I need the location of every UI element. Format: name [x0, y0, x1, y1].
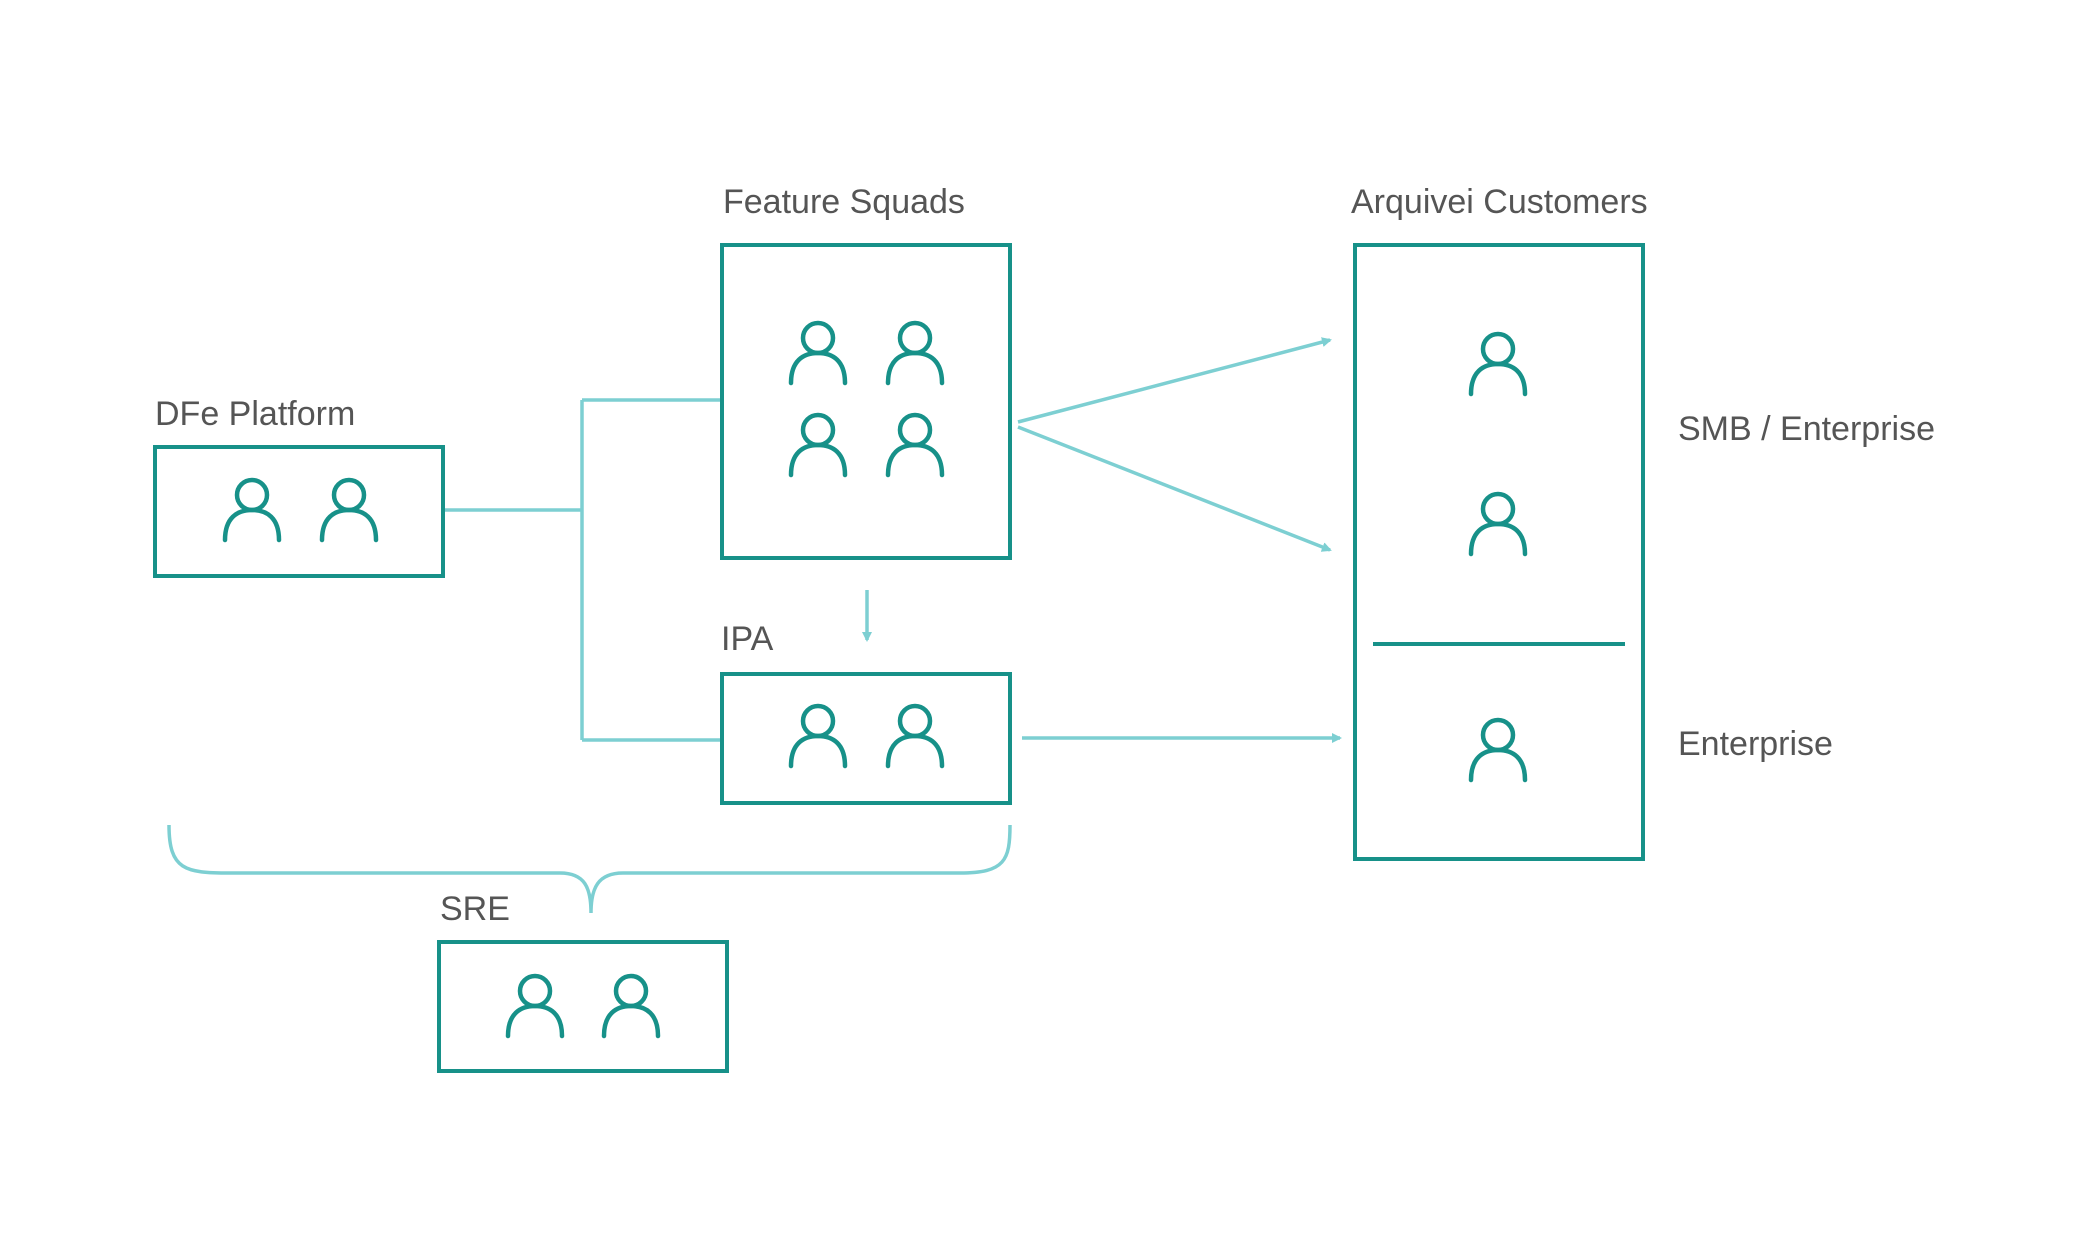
person-icon [788, 320, 848, 386]
person-body [222, 507, 282, 543]
person-head [234, 477, 270, 513]
person-body [788, 350, 848, 386]
sre-brace [167, 824, 1012, 914]
arquivei-customers-box [1353, 243, 1645, 861]
person-icon [319, 477, 379, 543]
person-head [1480, 331, 1516, 367]
person-icon [885, 703, 945, 769]
group-boxes [153, 243, 1645, 1073]
person-body [601, 1003, 661, 1039]
people-icons [222, 320, 1528, 1039]
person-head [800, 703, 836, 739]
person-icon [1468, 491, 1528, 557]
arrow-feature-squads-to-customers-lower [1017, 425, 1332, 552]
person-body [1468, 521, 1528, 557]
person-head [800, 412, 836, 448]
person-head [800, 320, 836, 356]
smb-enterprise-label: SMB / Enterprise [1678, 410, 1935, 448]
connectors [167, 337, 1342, 914]
arrow-feature-squads-to-customers-upper [1017, 337, 1332, 424]
person-icon [505, 973, 565, 1039]
person-icon [1468, 717, 1528, 783]
person-body [885, 733, 945, 769]
dfe-platform-box [153, 445, 445, 578]
person-icon [1468, 331, 1528, 397]
person-head [897, 412, 933, 448]
person-body [885, 442, 945, 478]
person-body [788, 442, 848, 478]
sre-box [437, 940, 729, 1073]
person-head [897, 703, 933, 739]
person-icon [788, 412, 848, 478]
feature-squads-label: Feature Squads [723, 183, 965, 221]
labels: DFe Platform Feature Squads IPA SRE Arqu… [155, 183, 1935, 928]
sre-label: SRE [440, 890, 510, 928]
ipa-box [720, 672, 1012, 805]
person-body [885, 350, 945, 386]
dfe-platform-label: DFe Platform [155, 395, 355, 433]
person-icon [601, 973, 661, 1039]
feature-squads-box [720, 243, 1012, 560]
person-icon [885, 320, 945, 386]
person-icon [885, 412, 945, 478]
person-head [613, 973, 649, 1009]
enterprise-label: Enterprise [1678, 725, 1833, 763]
person-head [1480, 717, 1516, 753]
person-body [1468, 361, 1528, 397]
arquivei-customers-label: Arquivei Customers [1351, 183, 1648, 221]
person-body [319, 507, 379, 543]
person-head [1480, 491, 1516, 527]
ipa-label: IPA [721, 620, 774, 658]
person-head [517, 973, 553, 1009]
person-body [788, 733, 848, 769]
person-icon [222, 477, 282, 543]
person-body [1468, 747, 1528, 783]
person-body [505, 1003, 565, 1039]
person-head [897, 320, 933, 356]
person-head [331, 477, 367, 513]
person-icon [788, 703, 848, 769]
